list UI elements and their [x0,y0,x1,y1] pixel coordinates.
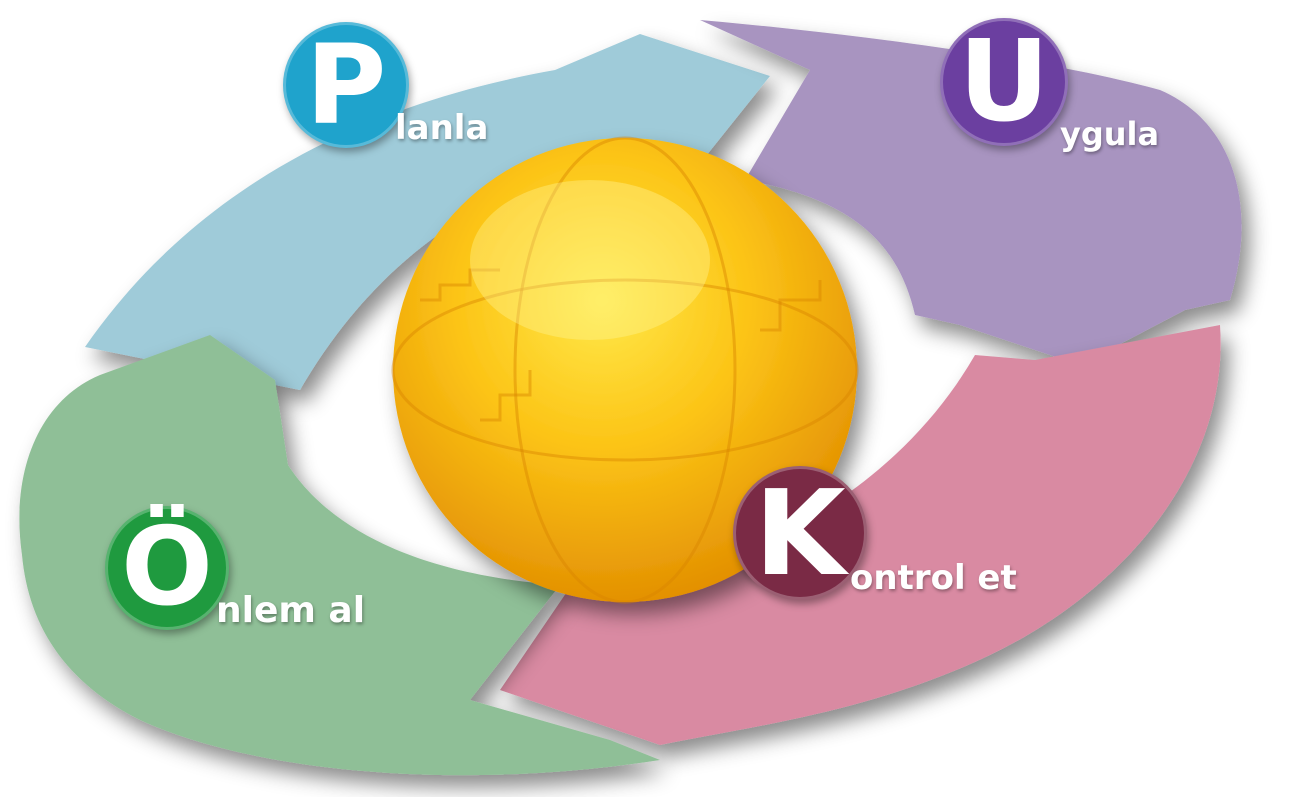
label-uygula: ygula [1060,115,1159,153]
badge-onlem: Ö [105,506,229,630]
letter-k: K [754,474,845,592]
badge-planla: P [283,22,409,148]
label-onlem: nlem al [216,590,365,631]
letter-o: Ö [121,514,213,622]
badge-uygula: U [940,18,1068,146]
label-kontrol: ontrol et [850,558,1017,598]
letter-u: U [959,26,1050,138]
letter-p: P [306,30,387,140]
badge-kontrol: K [733,466,867,600]
label-planla: lanla [395,108,488,148]
